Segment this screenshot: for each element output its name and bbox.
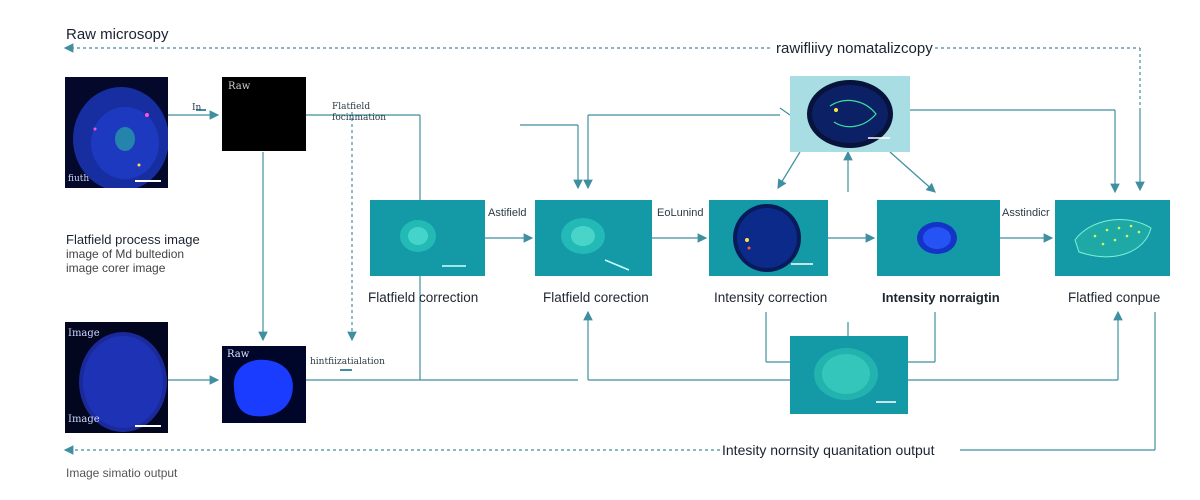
focinmation-label: focinmation — [332, 113, 387, 123]
footer-text: Image simatio output — [66, 466, 178, 480]
raw-blue-label: Raw — [227, 349, 250, 360]
stage4-image — [877, 200, 1000, 276]
stage3-caption: Intensity correction — [714, 290, 828, 305]
side-text-3: image corer image — [66, 261, 166, 275]
stage4-caption: Intensity norraigtin — [882, 290, 1000, 305]
flatfield-label: Flatfield — [332, 102, 371, 112]
stage5-caption: Flatfied conpue — [1068, 290, 1161, 305]
page-title: Raw microsopy — [66, 26, 169, 43]
raw-microscopy-image: fiuth — [65, 77, 168, 188]
raw-black-panel: Raw — [222, 77, 306, 151]
normalization-preview-panel — [790, 76, 910, 152]
image-top-label: Image — [68, 328, 100, 339]
eolunind-label: EoLunind — [657, 207, 704, 219]
raw-image-label: fiuth — [68, 174, 90, 184]
top-right-label: rawifliivy nomatalizcopy — [776, 40, 933, 57]
astifield-label: Astifield — [488, 207, 527, 219]
asstindicr-label: Asstindicr — [1002, 207, 1050, 219]
in-label: In — [192, 103, 202, 113]
quantitation-output-label: Intesity nornsity quanitation output — [722, 442, 935, 458]
image-bottom-label: Image — [68, 414, 100, 425]
stage3-image — [709, 200, 828, 276]
stage5-image — [1055, 200, 1170, 276]
quantitation-panel — [790, 336, 908, 414]
side-text-2: image of Md bultedion — [66, 247, 185, 261]
stage1-image — [370, 200, 485, 276]
side-text-1: Flatfield process image — [66, 232, 200, 247]
stage2-image — [535, 200, 652, 276]
hinf-label: hintfiizatialation — [310, 357, 385, 367]
raw-blue-panel: Raw — [222, 346, 306, 423]
stage2-caption: Flatfield corection — [543, 290, 649, 305]
image-lower-panel: Image Image — [65, 322, 168, 433]
stage1-caption: Flatfield correction — [368, 290, 479, 305]
raw-black-label: Raw — [228, 81, 251, 92]
